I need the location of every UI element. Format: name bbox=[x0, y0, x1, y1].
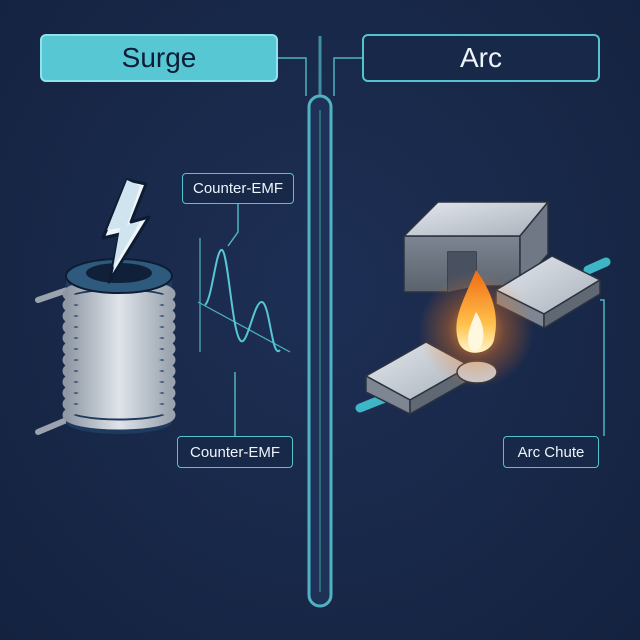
center-divider bbox=[307, 36, 333, 608]
inductor-coil-icon bbox=[35, 258, 176, 435]
flame-icon bbox=[418, 270, 534, 388]
coil-turn bbox=[62, 400, 176, 430]
counter-emf-label-bottom: Counter-EMF bbox=[177, 436, 293, 468]
arc-title: Arc bbox=[362, 34, 600, 82]
arc-chute-label: Arc Chute bbox=[503, 436, 599, 468]
counter-emf-label-top: Counter-EMF bbox=[182, 173, 294, 204]
header-connectors bbox=[278, 57, 362, 96]
surge-title: Surge bbox=[40, 34, 278, 82]
coil-turn bbox=[62, 389, 176, 419]
waveform-icon bbox=[197, 238, 291, 353]
lightning-bolt-icon bbox=[101, 178, 151, 284]
counter-emf-leaders bbox=[227, 204, 239, 436]
